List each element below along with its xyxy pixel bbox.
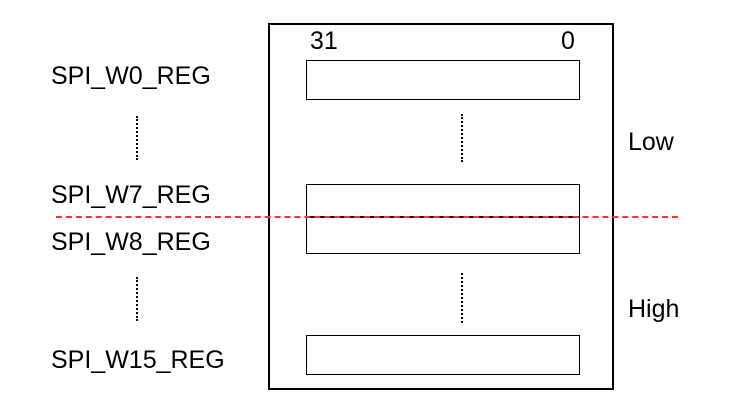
register-label-w7: SPI_W7_REG	[51, 181, 211, 209]
register-box-w0	[306, 60, 580, 100]
register-box-w15	[306, 335, 580, 375]
vertical-ellipsis-left-top	[136, 116, 138, 160]
buffer-frame	[268, 23, 614, 390]
register-label-w15: SPI_W15_REG	[51, 346, 225, 374]
vertical-ellipsis-left-bottom	[136, 277, 138, 321]
region-label-low: Low	[628, 128, 674, 156]
low-high-split-line	[56, 216, 678, 218]
register-box-w7-w8	[306, 184, 580, 254]
bit-label-msb: 31	[310, 27, 338, 55]
vertical-ellipsis-inner-top	[461, 114, 463, 162]
region-label-high: High	[628, 295, 680, 323]
register-label-w0: SPI_W0_REG	[51, 62, 211, 90]
vertical-ellipsis-inner-bottom	[461, 273, 463, 323]
bit-label-lsb: 0	[561, 27, 575, 55]
register-label-w8: SPI_W8_REG	[51, 228, 211, 256]
